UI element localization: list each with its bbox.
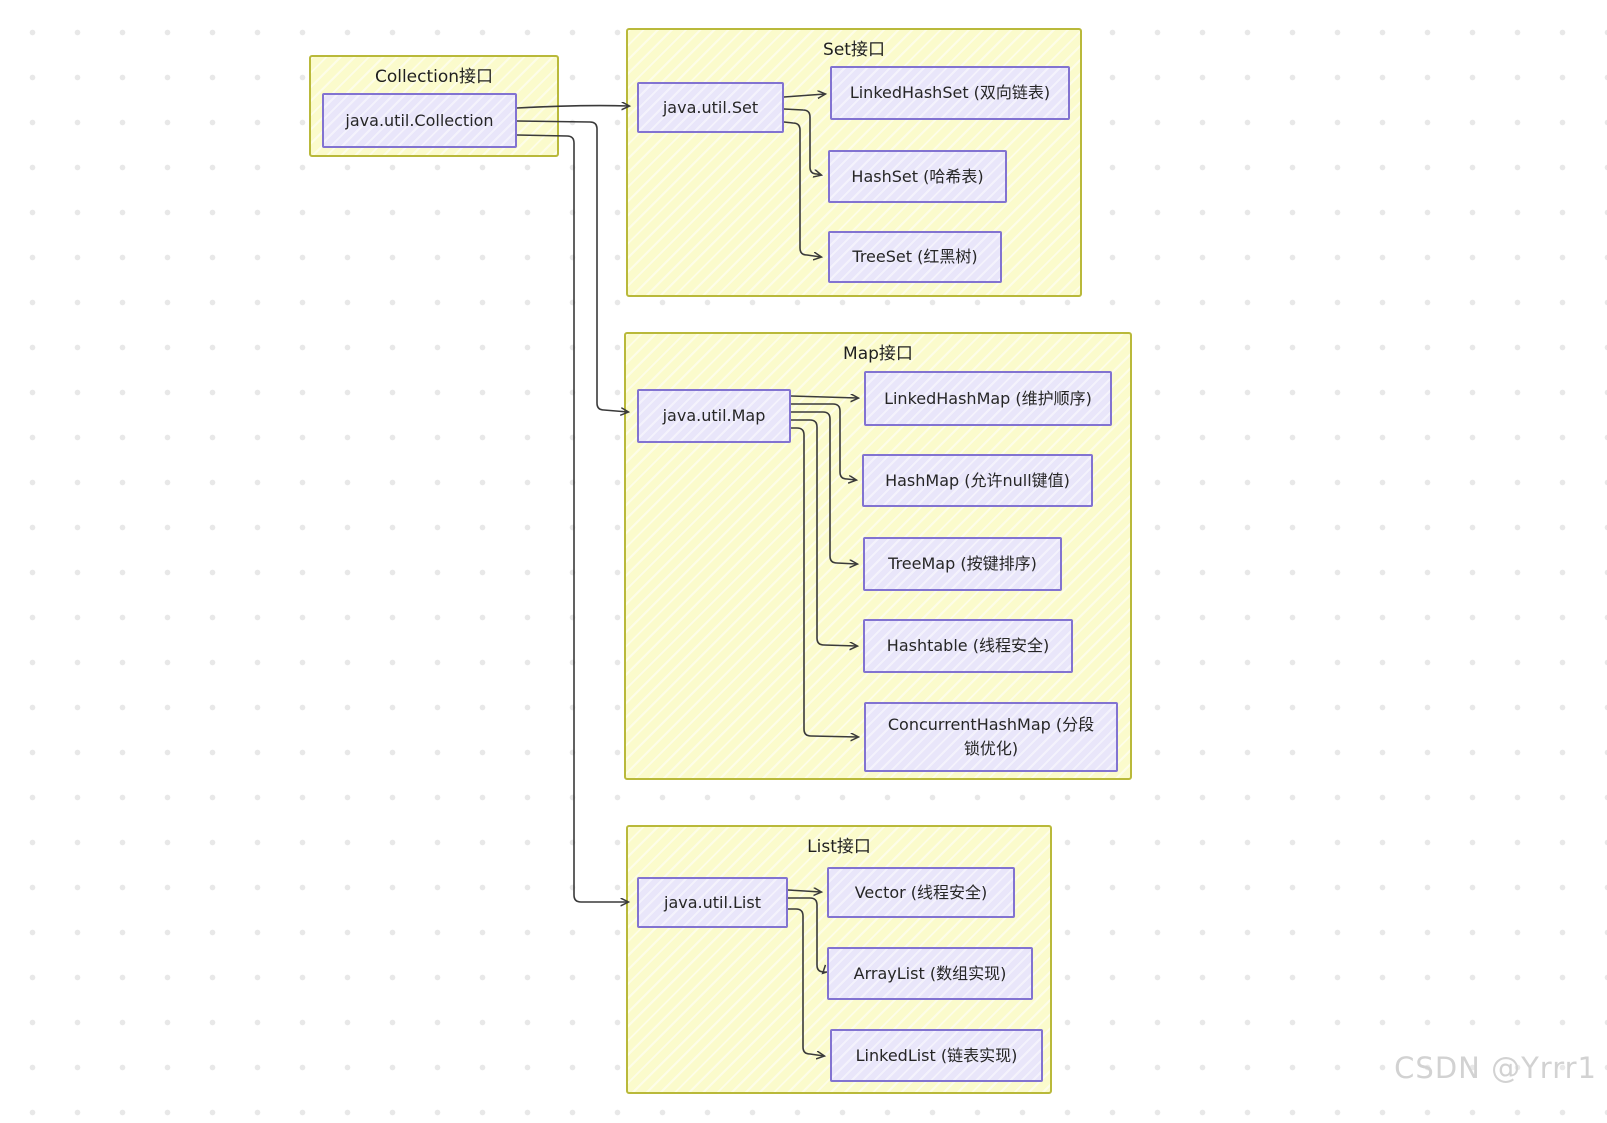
node-hashset: HashSet (哈希表) bbox=[828, 150, 1007, 203]
edge-collection-list bbox=[516, 134, 628, 902]
node-vector: Vector (线程安全) bbox=[827, 867, 1015, 918]
node-hashtable: Hashtable (线程安全) bbox=[863, 619, 1073, 673]
group-map-title: Map接口 bbox=[843, 344, 913, 364]
node-arraylist: ArrayList (数组实现) bbox=[827, 947, 1033, 1000]
node-java-util-list: java.util.List bbox=[637, 877, 788, 928]
group-collection-title: Collection接口 bbox=[374, 67, 494, 87]
node-treeset: TreeSet (红黑树) bbox=[828, 231, 1002, 283]
node-linkedlist: LinkedList (链表实现) bbox=[830, 1029, 1043, 1082]
node-java-util-map: java.util.Map bbox=[637, 389, 791, 443]
group-set-title: Set接口 bbox=[823, 40, 885, 60]
edge-collection-map bbox=[516, 120, 628, 412]
node-java-util-set: java.util.Set bbox=[637, 82, 784, 133]
node-java-util-collection: java.util.Collection bbox=[322, 93, 517, 148]
group-list-title: List接口 bbox=[807, 837, 871, 857]
node-concurrenthashmap: ConcurrentHashMap (分段锁优化) bbox=[864, 702, 1118, 772]
node-linkedhashset: LinkedHashSet (双向链表) bbox=[830, 66, 1070, 120]
node-treemap: TreeMap (按键排序) bbox=[863, 537, 1062, 591]
node-linkedhashmap: LinkedHashMap (维护顺序) bbox=[864, 371, 1112, 426]
csdn-watermark: CSDN @Yrrr1 bbox=[1394, 1051, 1597, 1085]
node-hashmap: HashMap (允许null键值) bbox=[862, 454, 1093, 507]
